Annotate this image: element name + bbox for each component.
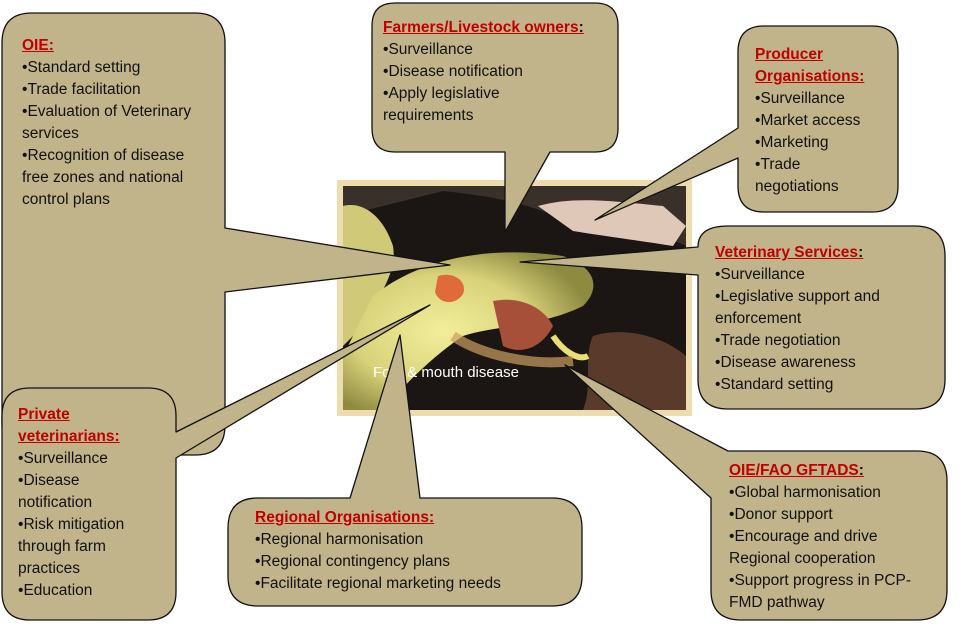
- farmers-list: Surveillance Disease notification Apply …: [383, 39, 613, 127]
- pv-item-surveillance: Surveillance: [18, 448, 173, 470]
- producer-item-trade-negotiations: Trade negotiations: [755, 154, 865, 198]
- oie-list: Standard setting Trade facilitation Eval…: [22, 57, 222, 211]
- farmers-item-apply-legislative: Apply legislative requirements: [383, 83, 558, 127]
- gftads-list: Global harmonisation Donor support Encou…: [729, 482, 949, 614]
- private-vets-callout: Private veterinarians: Surveillance Dise…: [18, 404, 173, 602]
- producer-item-marketing: Marketing: [755, 132, 895, 154]
- gftads-item-pcp-fmd: Support progress in PCP-FMD pathway: [729, 570, 929, 614]
- producer-title: Producer Organisations:: [755, 44, 895, 88]
- vs-item-legislative-support: Legislative support and enforcement: [715, 286, 895, 330]
- gftads-title: OIE/FAO GFTADS:: [729, 460, 949, 482]
- regional-item-contingency: Regional contingency plans: [255, 551, 575, 573]
- gftads-item-regional-cooperation: Encourage and drive Regional cooperation: [729, 526, 909, 570]
- oie-item-standard-setting: Standard setting: [22, 57, 222, 79]
- oie-item-trade-facilitation: Trade facilitation: [22, 79, 222, 101]
- farmers-title: Farmers/Livestock owners:: [383, 17, 613, 39]
- producer-list: Surveillance Market access Marketing Tra…: [755, 88, 895, 198]
- producer-item-market-access: Market access: [755, 110, 895, 132]
- oie-callout: OIE: Standard setting Trade facilitation…: [22, 35, 222, 211]
- gftads-callout: OIE/FAO GFTADS: Global harmonisation Don…: [729, 460, 949, 614]
- farmers-item-disease-notification: Disease notification: [383, 61, 613, 83]
- regional-list: Regional harmonisation Regional continge…: [255, 529, 575, 595]
- vs-item-surveillance: Surveillance: [715, 264, 945, 286]
- vs-item-disease-awareness: Disease awareness: [715, 352, 945, 374]
- veterinary-services-callout: Veterinary Services: Surveillance Legisl…: [715, 242, 945, 396]
- private-vets-list: Surveillance Disease notification Risk m…: [18, 448, 173, 602]
- pv-item-risk-mitigation: Risk mitigation through farm practices: [18, 514, 168, 580]
- veterinary-services-list: Surveillance Legislative support and enf…: [715, 264, 945, 396]
- producer-item-surveillance: Surveillance: [755, 88, 895, 110]
- farmers-callout: Farmers/Livestock owners: Surveillance D…: [383, 17, 613, 127]
- oie-item-evaluation: Evaluation of Veterinary services: [22, 101, 202, 145]
- pv-item-disease-notification: Disease notification: [18, 470, 128, 514]
- private-vets-title: Private veterinarians:: [18, 404, 138, 448]
- gftads-item-donor-support: Donor support: [729, 504, 949, 526]
- regional-callout: Regional Organisations: Regional harmoni…: [255, 507, 575, 595]
- regional-title: Regional Organisations:: [255, 507, 575, 529]
- vs-item-standard-setting: Standard setting: [715, 374, 945, 396]
- veterinary-services-title: Veterinary Services:: [715, 242, 945, 264]
- oie-item-recognition: Recognition of disease free zones and na…: [22, 145, 202, 211]
- pv-item-education: Education: [18, 580, 173, 602]
- regional-item-marketing: Facilitate regional marketing needs: [255, 573, 575, 595]
- regional-item-harmonisation: Regional harmonisation: [255, 529, 575, 551]
- gftads-item-global-harmonisation: Global harmonisation: [729, 482, 949, 504]
- vs-item-trade-negotiation: Trade negotiation: [715, 330, 945, 352]
- farmers-item-surveillance: Surveillance: [383, 39, 613, 61]
- producer-callout: Producer Organisations: Surveillance Mar…: [755, 44, 895, 198]
- oie-title: OIE:: [22, 35, 222, 57]
